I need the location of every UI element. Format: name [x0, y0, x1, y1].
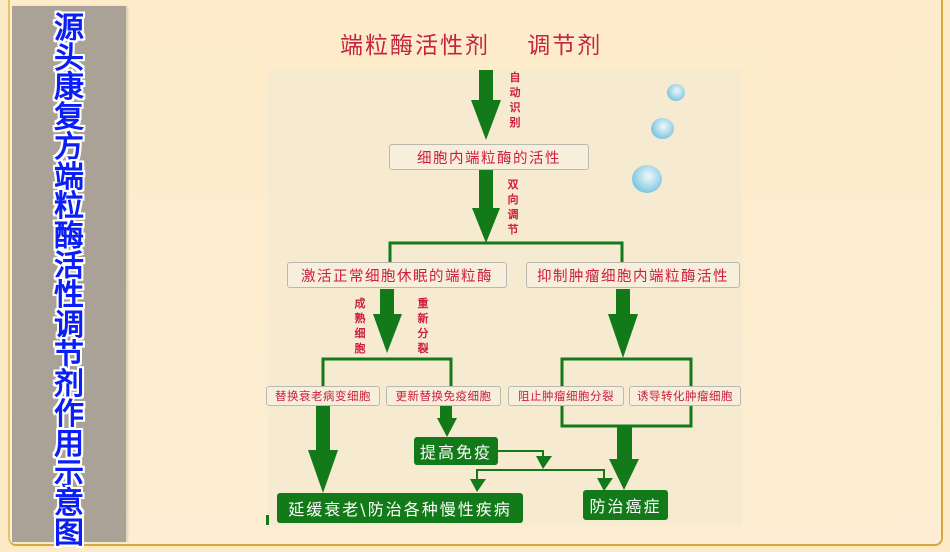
merge-bracket-right	[560, 402, 693, 428]
arrow-inhibit-tumor	[608, 289, 638, 358]
side-title-char: 端	[54, 159, 84, 195]
branch-bracket-right	[560, 357, 693, 388]
label-mature-cells: 成熟细胞	[354, 297, 366, 355]
side-title-char: 头	[54, 40, 84, 76]
side-title-char: 意	[54, 486, 84, 522]
side-title-char: 粒	[54, 189, 84, 225]
side-title-char: 源	[54, 11, 84, 46]
node-boost-immunity: 提高免疫	[414, 437, 498, 465]
node-activate-dormant: 激活正常细胞休眠的端粒酶	[287, 262, 507, 288]
side-title-char: 调	[54, 308, 84, 344]
side-title-char: 酶	[54, 218, 84, 254]
node-induce-tumor-transform: 诱导转化肿瘤细胞	[629, 386, 741, 406]
side-title-char: 示	[54, 456, 84, 492]
node-delay-aging: 延缓衰老\防治各种慢性疾病	[277, 493, 523, 523]
side-title-char: 方	[54, 129, 84, 165]
side-title-char: 用	[54, 426, 84, 462]
bubble-decoration-medium	[651, 118, 674, 139]
label-bidirectional: 双向调节	[507, 178, 519, 236]
node-replace-aged: 替换衰老病变细胞	[266, 386, 380, 406]
side-title-char: 康	[54, 70, 84, 106]
label-auto-recognize: 自动识别	[509, 71, 521, 129]
node-prevent-cancer: 防治癌症	[583, 490, 668, 520]
left-bracket-stub	[266, 515, 269, 525]
side-title-panel: 源头康复方端粒酶活性调节剂作用示意图	[12, 6, 126, 548]
label-redivide: 重新分裂	[417, 297, 429, 355]
side-title-char: 活	[54, 248, 84, 284]
arrow-delay-aging	[308, 402, 338, 493]
side-title-char: 复	[54, 100, 84, 136]
node-telomerase-activity: 细胞内端粒酶的活性	[389, 144, 589, 170]
branch-bracket-main	[388, 241, 624, 263]
arrow-bidirectional	[472, 168, 500, 243]
node-inhibit-tumor: 抑制肿瘤细胞内端粒酶活性	[526, 262, 740, 288]
arrow-boost-immunity	[437, 402, 457, 437]
side-title-char: 剂	[54, 367, 84, 403]
node-block-tumor-division: 阻止肿瘤细胞分裂	[508, 386, 624, 406]
arrow-prevent-cancer	[609, 426, 639, 490]
node-renew-immune: 更新替换免疫细胞	[386, 386, 501, 406]
arrow-head-cancer	[597, 478, 613, 491]
branch-bracket-left	[321, 357, 453, 388]
bubble-decoration-large	[632, 165, 662, 193]
arrow-head-delay	[470, 479, 486, 492]
bubble-decoration-small	[667, 84, 685, 101]
arrow-mature-cells	[373, 289, 402, 353]
side-title-char: 节	[54, 337, 84, 373]
arrow-auto-recognize	[471, 70, 501, 140]
arrow-head-merge	[536, 456, 552, 469]
connector-immunity-split	[476, 469, 605, 481]
connector-immunity	[498, 450, 544, 457]
side-title-char: 图	[54, 515, 84, 551]
side-title-char: 性	[54, 278, 84, 314]
diagram-title: 端粒酶活性剂 调节剂	[340, 33, 603, 59]
side-title-char: 作	[54, 397, 84, 433]
